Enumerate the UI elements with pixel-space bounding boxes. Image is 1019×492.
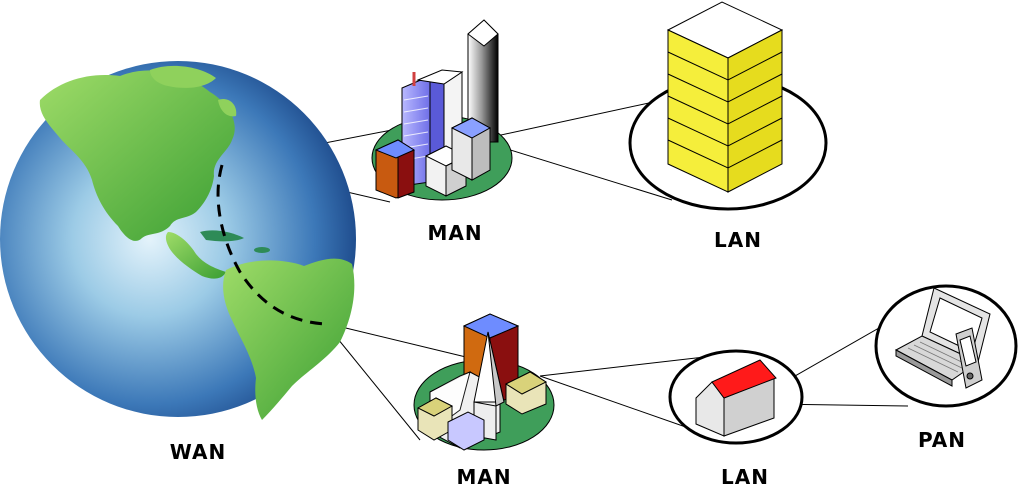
man-bottom-label: MAN (456, 465, 512, 489)
town-church-icon (413, 313, 555, 451)
server-tower-icon (628, 1, 828, 211)
pan-group (874, 284, 1018, 408)
pan-label: PAN (917, 428, 967, 452)
lan-top-label: LAN (714, 228, 762, 252)
man-top-label: MAN (427, 221, 483, 245)
lan-bottom-label: LAN (721, 465, 769, 489)
city-icon (371, 19, 513, 201)
wan-link-dashed (216, 164, 327, 326)
globe-icon (0, 61, 356, 420)
wan-label: WAN (169, 440, 227, 464)
house-icon (668, 349, 804, 445)
pda-icon (955, 327, 983, 389)
